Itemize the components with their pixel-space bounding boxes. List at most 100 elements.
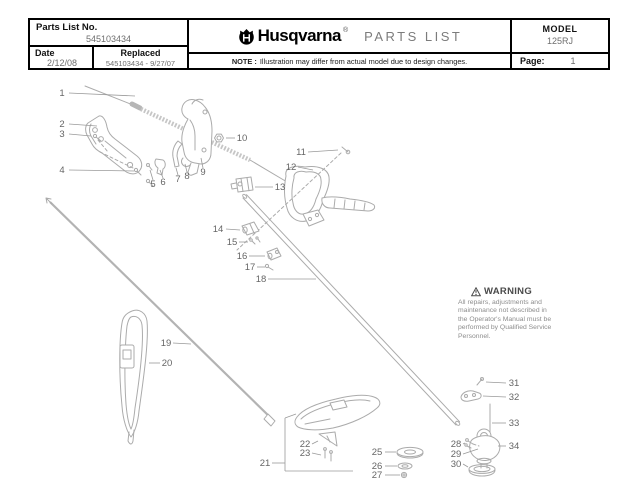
screw-11 [236, 146, 351, 251]
callout-30: 30 [451, 459, 462, 470]
callout-23: 23 [300, 448, 311, 459]
callout-33: 33 [509, 418, 520, 429]
page-value: 1 [570, 56, 576, 66]
callout-leader-9 [200, 157, 204, 169]
callout-26: 26 [372, 461, 383, 472]
callout-4: 4 [59, 165, 64, 176]
warning-title-row: WARNING [458, 286, 570, 297]
screws-4 [99, 151, 154, 187]
callout-31: 31 [509, 378, 520, 389]
callout-leader-7 [175, 167, 179, 176]
callout-leader-3 [68, 133, 92, 137]
model-label: MODEL [542, 24, 578, 34]
callout-13: 13 [275, 182, 286, 193]
callout-17: 17 [245, 262, 256, 273]
warning-line: the Operator's Manual must be [458, 315, 552, 323]
trigger-lockout [172, 140, 183, 168]
warning-line: All repairs, adjustments and [458, 299, 542, 306]
date-label: Date [35, 48, 55, 58]
callout-5: 5 [150, 179, 155, 190]
callout-14: 14 [213, 224, 224, 235]
warning-line: maintenance not described in [458, 307, 547, 315]
brand-name: Husqvarna [257, 26, 342, 45]
callout-leader-23 [311, 452, 322, 456]
callout-1: 1 [59, 88, 64, 99]
shoulder-strap [119, 309, 148, 445]
guard-assembly [294, 394, 381, 462]
callout-leader-2 [68, 123, 98, 127]
callout-10: 10 [237, 133, 248, 144]
callout-leader-6 [159, 169, 164, 179]
callout-leader-19 [172, 342, 192, 345]
dust-cup-30 [468, 464, 496, 477]
clamp-14 [241, 221, 260, 236]
callout-leader-29 [462, 448, 479, 455]
note-text: Illustration may differ from actual mode… [259, 56, 468, 66]
clamp-16 [266, 247, 282, 261]
model-value: 125RJ [546, 36, 573, 46]
callout-leader-30 [462, 463, 469, 468]
guard-screws [323, 447, 333, 462]
gear-head [469, 428, 501, 469]
date-replaced-row: Date 2/12/08 Replaced 545103434 - 9/27/0… [30, 47, 187, 68]
screw-17 [264, 263, 274, 271]
callout-leader-28 [462, 442, 466, 445]
screws-15 [249, 236, 261, 245]
nut-27 [400, 471, 408, 479]
callout-32: 32 [509, 392, 520, 403]
handle-housing-right [181, 98, 213, 176]
date-cell: Date 2/12/08 [30, 47, 94, 68]
callout-leader-14 [225, 228, 241, 231]
replaced-value: 545103434 - 9/27/07 [105, 59, 176, 68]
document-title: PARTS LIST [364, 28, 463, 44]
callout-21: 21 [260, 458, 271, 469]
washer-26 [397, 462, 413, 470]
callout-8: 8 [184, 171, 189, 182]
callout-6: 6 [160, 177, 165, 188]
replaced-cell: Replaced 545103434 - 9/27/07 [94, 47, 187, 68]
clip-8 [181, 157, 191, 167]
callout-7: 7 [175, 174, 180, 185]
callout-leader-22 [311, 440, 319, 445]
loop-handle [284, 165, 376, 227]
replaced-label: Replaced [120, 48, 161, 58]
callout-leader-21 [284, 413, 297, 419]
warning-title: WARNING [484, 286, 533, 297]
callout-leader-1 [68, 92, 136, 97]
callout-18: 18 [256, 274, 267, 285]
screw-3 [92, 133, 109, 153]
note-row: NOTE : Illustration may differ from actu… [189, 54, 510, 68]
callout-16: 16 [237, 251, 248, 262]
callout-22: 22 [300, 439, 311, 450]
parts-list-no-label: Parts List No. [36, 22, 98, 33]
callout-25: 25 [372, 447, 383, 458]
callout-15: 15 [227, 237, 238, 248]
warning-line: Personnel. [458, 332, 491, 340]
brand-logo: Husqvarna ® [237, 26, 349, 46]
callout-27: 27 [372, 470, 383, 481]
model-cell: MODEL 125RJ [512, 20, 608, 54]
header-left-block: Parts List No. 545103434 Date 2/12/08 Re… [30, 20, 189, 68]
registered-trademark: ® [342, 26, 349, 34]
callout-2: 2 [59, 119, 64, 130]
callout-12: 12 [286, 162, 297, 173]
callout-20: 20 [162, 358, 173, 369]
page-label: Page: [520, 56, 545, 66]
screw-31 [476, 377, 484, 386]
drive-shaft [45, 197, 276, 427]
callout-leader-32 [482, 395, 507, 398]
support-cup-25 [396, 446, 424, 459]
husqvarna-crown-icon [238, 28, 254, 45]
warning-line: performed by Qualified Service [458, 324, 552, 332]
callout-leader-12 [297, 166, 314, 171]
screws-28 [464, 438, 480, 449]
parts-list-no-cell: Parts List No. 545103434 [30, 20, 187, 47]
nut-10 [214, 133, 224, 143]
clamp-13 [230, 176, 254, 193]
page-cell: Page: 1 [512, 54, 608, 68]
clamp-32 [460, 390, 482, 402]
header-right-block: MODEL 125RJ Page: 1 [510, 20, 608, 68]
